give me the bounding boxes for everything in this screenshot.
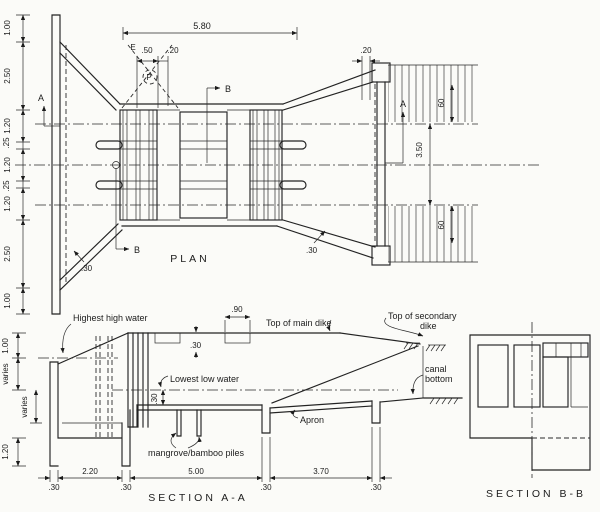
plan-centerlines	[15, 123, 540, 206]
section-a-marker-right: A	[400, 99, 406, 109]
dim-left-6: .25	[2, 180, 11, 192]
section-a-marker-left: A	[38, 93, 44, 103]
dim-sa-bot-1: .30	[48, 483, 60, 492]
dim-wing-left: .30	[81, 264, 93, 273]
dim-dike-bottom: 60	[437, 220, 446, 229]
dim-left-5: 1.20	[3, 157, 12, 173]
label-canal-bottom: canal	[425, 364, 447, 374]
dim-top-span: 5.80	[193, 21, 211, 31]
label-canal-bottom-2: bottom	[425, 374, 453, 384]
section-b-marker-bottom: B	[134, 245, 140, 255]
dim-left-2: 2.50	[3, 68, 12, 84]
label-top-of-main-dike: Top of main dike	[266, 318, 332, 328]
label-highest-high-water: Highest high water	[73, 313, 148, 323]
secondary-dike-hatch	[388, 64, 478, 263]
dim-left-3: 1.20	[3, 118, 12, 134]
dim-gate-gap: .20	[167, 46, 179, 55]
section-bb-view: SECTION B-B	[469, 322, 591, 500]
section-aa-labels: Highest high water Lowest low water Top …	[60, 311, 457, 458]
label-mangrove-piles: mangrove/bamboo piles	[148, 448, 245, 458]
section-cut-marks: A A B B	[38, 84, 406, 255]
dim-sa-bot-5: .30	[260, 483, 272, 492]
dim-sa-left-1: 1.00	[1, 338, 10, 354]
water-levels	[38, 357, 398, 391]
dim-sa-left-4: 1.20	[1, 444, 10, 460]
label-top-of-secondary-dike-2: dike	[420, 321, 437, 331]
dim-sa-bot-2: 2.20	[82, 467, 98, 476]
section-aa-title: SECTION A-A	[148, 492, 248, 504]
label-apron: Apron	[300, 415, 324, 425]
gate-swing-open-position: E P	[121, 43, 179, 109]
dim-sa-left-2: varies	[1, 363, 10, 384]
dim-left-1: 1.00	[3, 20, 12, 36]
section-aa-dimensions: .90 .30 .30 1.00 varies varies 1.20	[1, 305, 392, 492]
dim-left-9: 1.00	[3, 293, 12, 309]
gate-pivot-mark: P	[146, 73, 151, 82]
dim-sa-left-3: varies	[20, 396, 29, 417]
dim-sill-height: .30	[150, 393, 159, 405]
section-aa-structure	[49, 332, 463, 467]
plan-structure-lines	[51, 14, 391, 315]
dim-dike-top: 60	[437, 98, 446, 107]
dim-canal-width: 3.50	[415, 142, 424, 158]
dim-sa-bot-4: 5.00	[188, 467, 204, 476]
plan-dimensions: 5.80 .50 .20 .20 1.00 2.50 1.20 .25 1.20	[2, 14, 455, 315]
plan-view: E P A A B B 5.80 .50 .20	[2, 14, 540, 315]
dim-wing-right: .30	[306, 246, 318, 255]
dim-left-4: .25	[2, 137, 11, 149]
dim-left-8: 2.50	[3, 246, 12, 262]
dim-sa-bot-6: 3.70	[313, 467, 329, 476]
dim-pier-slot: .20	[360, 46, 372, 55]
dim-sa-bot-7: .30	[370, 483, 382, 492]
dim-sa-bot-3: .30	[120, 483, 132, 492]
dim-gate-slot: .50	[141, 46, 153, 55]
section-bb-structure	[469, 322, 591, 478]
label-lowest-low-water: Lowest low water	[170, 374, 239, 384]
section-bb-title: SECTION B-B	[486, 488, 586, 500]
dim-deck-slab: .30	[190, 341, 202, 350]
section-b-marker-top: B	[225, 84, 231, 94]
section-aa-view: Highest high water Lowest low water Top …	[1, 305, 463, 504]
dim-slot-width: .90	[231, 305, 243, 314]
gate-centerline-mark: E	[130, 43, 135, 52]
plan-title: PLAN	[170, 253, 209, 265]
label-top-of-secondary-dike: Top of secondary	[388, 311, 457, 321]
dim-left-7: 1.20	[3, 196, 12, 212]
